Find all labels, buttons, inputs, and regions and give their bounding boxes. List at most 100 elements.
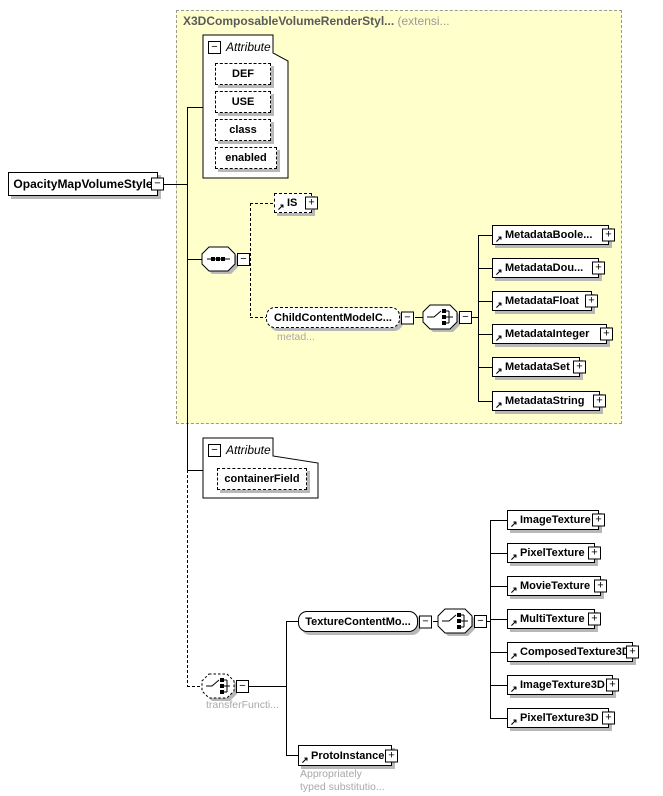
- expand-icon[interactable]: +: [606, 678, 619, 692]
- element-metadatastring[interactable]: ↗ MetadataString +: [492, 391, 606, 411]
- expand-icon[interactable]: +: [585, 294, 598, 308]
- choice-connector-transfer-function[interactable]: [201, 673, 237, 701]
- attribute-label: USE: [231, 96, 255, 108]
- collapse-icon[interactable]: −: [208, 443, 221, 457]
- group-label: ChildContentModelC...: [274, 311, 392, 324]
- reference-arrow-icon: ↗: [510, 618, 518, 628]
- reference-arrow-icon: ↗: [510, 519, 518, 529]
- element-label: MultiTexture: [520, 613, 585, 625]
- reference-arrow-icon: ↗: [510, 651, 518, 661]
- sequence-connector[interactable]: [201, 246, 238, 274]
- reference-arrow-icon: ↗: [495, 234, 503, 244]
- annotation-line: typed substitutio...: [300, 781, 385, 793]
- element-label: MetadataInteger: [505, 328, 590, 340]
- reference-arrow-icon: ↗: [495, 400, 503, 410]
- element-label: ProtoInstance: [311, 749, 385, 762]
- element-pixeltexture3d[interactable]: ↗ PixelTexture3D +: [507, 708, 615, 728]
- attribute-enabled[interactable]: enabled: [215, 147, 277, 169]
- attribute-group-label: Attribute: [226, 443, 271, 457]
- element-label: MetadataFloat: [505, 295, 579, 307]
- solid-connectors: [164, 107, 507, 756]
- reference-arrow-icon: ↗: [495, 267, 503, 277]
- element-label: ComposedTexture3D: [520, 646, 630, 658]
- reference-arrow-icon: ↗: [510, 585, 518, 595]
- group-label: TextureContentMo...: [305, 615, 411, 628]
- choice-connector-metadata[interactable]: [422, 304, 460, 332]
- collapse-icon[interactable]: −: [208, 40, 221, 54]
- attribute-label: containerField: [224, 473, 300, 485]
- expand-icon[interactable]: +: [602, 711, 615, 725]
- element-label: MovieTexture: [520, 580, 591, 592]
- element-label: MetadataSet: [505, 361, 570, 373]
- dashed-connectors: [187, 203, 274, 687]
- group-texturecontentmodel[interactable]: TextureContentMo... −: [298, 611, 432, 632]
- element-label: ImageTexture: [520, 514, 591, 526]
- element-metadatainteger[interactable]: ↗ MetadataInteger +: [492, 324, 613, 344]
- collapse-icon[interactable]: −: [151, 177, 164, 191]
- attribute-label: DEF: [232, 68, 254, 80]
- annotation-transferfunction: transferFuncti...: [206, 699, 279, 711]
- expand-icon[interactable]: +: [594, 579, 607, 593]
- collapse-icon[interactable]: −: [459, 311, 472, 324]
- annotation-protoinstance: Appropriately typed substitutio...: [300, 768, 385, 794]
- element-imagetexture[interactable]: ↗ ImageTexture +: [507, 510, 605, 530]
- element-metadataset[interactable]: ↗ MetadataSet +: [492, 357, 586, 377]
- expand-icon[interactable]: +: [305, 196, 318, 210]
- element-opacitymapvolumestyle[interactable]: OpacityMapVolumeStyle −: [8, 172, 164, 196]
- element-imagetexture3d[interactable]: ↗ ImageTexture3D +: [507, 675, 619, 695]
- element-protoinstance[interactable]: ↗ ProtoInstance +: [298, 745, 398, 766]
- expand-icon[interactable]: +: [593, 394, 606, 408]
- attribute-group-top: − Attribute: [208, 40, 271, 54]
- element-metadatafloat[interactable]: ↗ MetadataFloat +: [492, 291, 598, 311]
- attribute-class[interactable]: class: [215, 119, 271, 141]
- extension-header: X3DComposableVolumeRenderStyl... (extens…: [183, 14, 450, 28]
- attribute-group-label: Attribute: [226, 40, 271, 54]
- attribute-def[interactable]: DEF: [215, 63, 271, 85]
- expand-icon[interactable]: +: [592, 513, 605, 527]
- reference-arrow-icon: ↗: [495, 333, 503, 343]
- expand-icon[interactable]: +: [626, 645, 639, 659]
- attribute-group-bottom: − Attribute: [208, 443, 271, 457]
- expand-icon[interactable]: +: [592, 261, 605, 275]
- expand-icon[interactable]: +: [573, 360, 586, 374]
- choice-connector-textures[interactable]: [437, 608, 475, 636]
- reference-arrow-icon: ↗: [510, 552, 518, 562]
- collapse-icon[interactable]: −: [237, 253, 250, 266]
- element-is[interactable]: ↗ IS +: [274, 193, 318, 213]
- attribute-use[interactable]: USE: [215, 91, 271, 113]
- annotation-line: Appropriately: [300, 768, 362, 780]
- element-composedtexture3d[interactable]: ↗ ComposedTexture3D +: [507, 642, 639, 662]
- collapse-icon[interactable]: −: [474, 615, 487, 628]
- collapse-icon[interactable]: −: [236, 680, 249, 693]
- reference-arrow-icon: ↗: [495, 366, 503, 376]
- extension-title: X3DComposableVolumeRenderStyl...: [183, 14, 395, 28]
- attribute-label: class: [229, 124, 257, 136]
- element-label: PixelTexture: [520, 547, 585, 559]
- collapse-icon[interactable]: −: [401, 311, 414, 324]
- element-label: OpacityMapVolumeStyle: [13, 177, 153, 191]
- attribute-label: enabled: [225, 152, 267, 164]
- element-label: ImageTexture3D: [520, 679, 605, 691]
- element-multitexture[interactable]: ↗ MultiTexture +: [507, 609, 601, 629]
- reference-arrow-icon: ↗: [510, 717, 518, 727]
- collapse-icon[interactable]: −: [419, 615, 432, 628]
- expand-icon[interactable]: +: [385, 749, 398, 762]
- element-label: MetadataString: [505, 395, 585, 407]
- expand-icon[interactable]: +: [600, 327, 613, 341]
- element-movietexture[interactable]: ↗ MovieTexture +: [507, 576, 607, 596]
- annotation-metadata: metad...: [277, 331, 315, 343]
- reference-arrow-icon: ↗: [277, 202, 285, 212]
- element-metadatadouble[interactable]: ↗ MetadataDou... +: [492, 258, 605, 278]
- group-childcontentmodel[interactable]: ChildContentModelC... −: [266, 307, 414, 328]
- extension-subtitle: (extensi...: [397, 14, 450, 28]
- element-label: PixelTexture3D: [520, 712, 599, 724]
- element-pixeltexture[interactable]: ↗ PixelTexture +: [507, 543, 601, 563]
- element-label: IS: [287, 197, 298, 209]
- expand-icon[interactable]: +: [602, 228, 615, 242]
- expand-icon[interactable]: +: [588, 612, 601, 626]
- element-metadataboolean[interactable]: ↗ MetadataBoole... +: [492, 225, 615, 245]
- expand-icon[interactable]: +: [588, 546, 601, 560]
- element-label: MetadataBoole...: [505, 229, 593, 241]
- attribute-containerfield[interactable]: containerField: [217, 468, 307, 490]
